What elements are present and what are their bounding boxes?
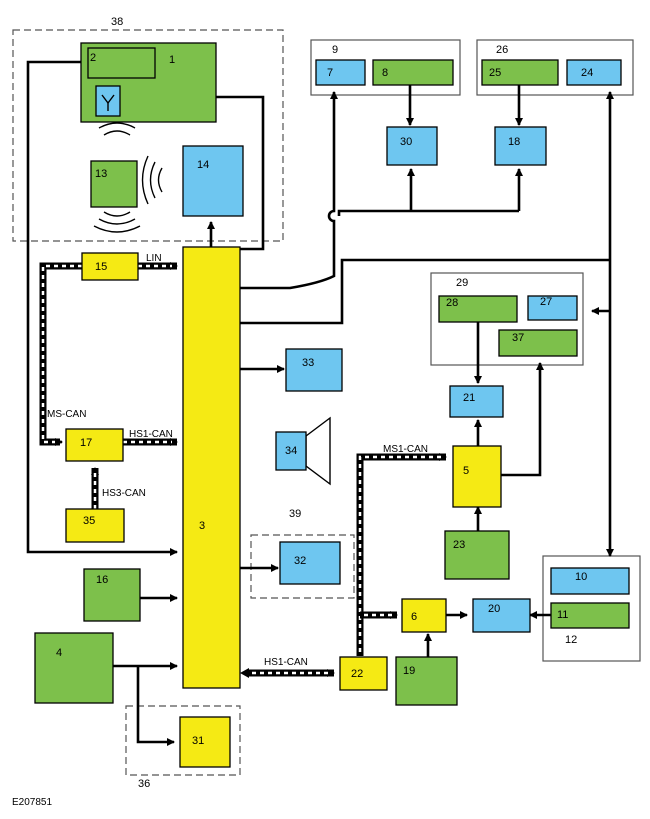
node-label-27: 27 bbox=[540, 296, 552, 308]
node-label-19: 19 bbox=[403, 665, 415, 677]
node-label-22: 22 bbox=[351, 668, 363, 680]
wire-3-to-right-bus bbox=[240, 258, 610, 325]
node-label-11: 11 bbox=[557, 609, 568, 621]
node-label-14: 14 bbox=[197, 159, 209, 171]
group-label-38: 38 bbox=[111, 16, 123, 28]
group-label-26: 26 bbox=[496, 44, 508, 56]
node-32 bbox=[279, 541, 341, 585]
node-31 bbox=[179, 716, 231, 768]
group-label-29: 29 bbox=[456, 277, 468, 289]
node-label-28: 28 bbox=[446, 297, 458, 309]
group-39-frame bbox=[250, 534, 355, 599]
wire-feed-30-18 bbox=[337, 209, 519, 216]
group-label-12: 12 bbox=[565, 634, 577, 646]
node-34 bbox=[275, 431, 307, 471]
node-15 bbox=[81, 252, 139, 281]
wire-5-to-37 bbox=[501, 362, 544, 477]
node-17 bbox=[65, 428, 124, 462]
node-label-7: 7 bbox=[327, 67, 333, 79]
bus-label-hs3-can: HS3-CAN bbox=[102, 488, 146, 499]
node-label-4: 4 bbox=[56, 647, 62, 659]
node-14 bbox=[182, 145, 244, 217]
node-35 bbox=[65, 508, 125, 543]
node-label-5: 5 bbox=[463, 465, 469, 477]
node-label-17: 17 bbox=[80, 437, 92, 449]
node-30 bbox=[386, 126, 438, 166]
node-18 bbox=[494, 126, 547, 166]
node-7 bbox=[315, 59, 366, 86]
node-6 bbox=[401, 598, 447, 633]
node-13 bbox=[90, 160, 138, 208]
group-38-frame bbox=[12, 29, 284, 242]
node-label-25: 25 bbox=[489, 67, 501, 79]
node-22 bbox=[339, 656, 388, 691]
node-label-2: 2 bbox=[90, 52, 96, 64]
network-buses bbox=[39, 262, 447, 678]
node-8 bbox=[372, 59, 454, 86]
node-21 bbox=[449, 385, 504, 418]
speaker-icon bbox=[305, 416, 331, 486]
node-28 bbox=[438, 295, 518, 323]
node-label-35: 35 bbox=[83, 515, 95, 527]
node-label-8: 8 bbox=[382, 67, 388, 79]
wire-4-to-31 bbox=[136, 666, 175, 746]
group-label-36: 36 bbox=[138, 778, 150, 790]
node-label-31: 31 bbox=[192, 735, 204, 747]
node-label-20: 20 bbox=[488, 603, 500, 615]
node-label-23: 23 bbox=[453, 539, 465, 551]
node-3 bbox=[182, 246, 241, 689]
node-10 bbox=[550, 567, 630, 595]
node-label-13: 13 bbox=[95, 168, 107, 180]
bus-label-ms-can: MS-CAN bbox=[47, 409, 86, 420]
node-20 bbox=[472, 598, 531, 633]
node-33 bbox=[285, 348, 343, 392]
bus-label-ms1-can: MS1-CAN bbox=[383, 444, 428, 455]
node-label-18: 18 bbox=[508, 136, 520, 148]
node-27 bbox=[527, 295, 578, 321]
bus-label-hs1-can-top: HS1-CAN bbox=[129, 429, 173, 440]
bus-label-hs1-can-bottom: HS1-CAN bbox=[264, 657, 308, 668]
node-label-33: 33 bbox=[302, 357, 314, 369]
node-25 bbox=[481, 59, 559, 86]
node-24 bbox=[566, 59, 622, 86]
node-label-32: 32 bbox=[294, 555, 306, 567]
node-label-30: 30 bbox=[400, 136, 412, 148]
node-label-3: 3 bbox=[199, 520, 205, 532]
group-36-frame bbox=[125, 705, 241, 776]
node-label-16: 16 bbox=[96, 574, 108, 586]
node-label-24: 24 bbox=[581, 67, 593, 79]
labels: 38 9 26 29 39 12 36 1 2 3 4 5 6 7 8 10 1… bbox=[12, 16, 593, 808]
node-19 bbox=[395, 656, 458, 706]
node-37 bbox=[498, 329, 578, 357]
node-label-34: 34 bbox=[285, 445, 297, 457]
group-label-9: 9 bbox=[332, 44, 338, 56]
node-11 bbox=[550, 602, 630, 629]
figure-id: E207851 bbox=[12, 797, 52, 808]
node-label-10: 10 bbox=[575, 571, 587, 583]
node-23 bbox=[444, 530, 510, 580]
node-5 bbox=[452, 445, 502, 508]
node-16 bbox=[83, 568, 141, 622]
node-label-37: 37 bbox=[512, 332, 524, 344]
antenna-icon bbox=[101, 94, 115, 111]
bus-label-lin: LIN bbox=[146, 253, 162, 264]
node-2 bbox=[87, 47, 156, 79]
wire-2-to-3 bbox=[26, 60, 178, 556]
wire-3-to-7 bbox=[240, 91, 338, 290]
node-label-21: 21 bbox=[463, 392, 475, 404]
group-label-39: 39 bbox=[289, 508, 301, 520]
node-label-1: 1 bbox=[169, 54, 175, 66]
node-4 bbox=[34, 632, 114, 704]
node-label-15: 15 bbox=[95, 261, 107, 273]
antenna-box bbox=[95, 85, 121, 117]
components bbox=[34, 42, 630, 768]
node-label-6: 6 bbox=[411, 611, 417, 623]
